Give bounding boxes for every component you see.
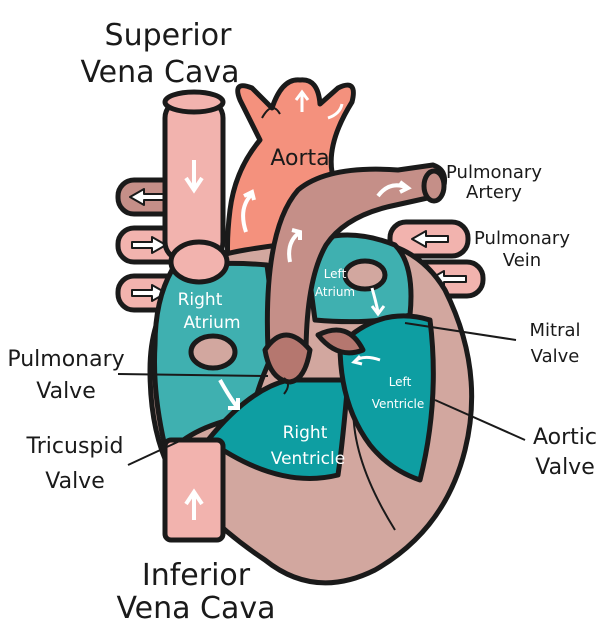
label-mitral-valve-1: Mitral [529,320,580,341]
label-superior-vena-cava-2: Vena Cava [80,55,239,90]
label-tricuspid-valve-2: Valve [45,469,105,494]
label-inferior-vena-cava-2: Vena Cava [116,591,275,626]
label-inferior-vena-cava-1: Inferior [142,558,251,593]
label-right-atrium-1: Right [178,290,223,310]
label-aortic-valve-2: Valve [535,455,595,480]
label-pulmonary-vein-1: Pulmonary [474,228,570,249]
label-aortic-valve-1: Aortic [533,425,597,450]
label-pulmonary-artery-2: Artery [466,182,522,203]
label-pulmonary-artery-1: Pulmonary [446,162,542,183]
label-pulmonary-vein-2: Vein [503,250,541,271]
label-left-atrium-2: Atrium [315,285,355,299]
label-mitral-valve-2: Valve [531,346,580,367]
label-pulmonary-valve-2: Valve [36,379,96,404]
label-left-ventricle-1: Left [389,375,412,389]
label-tricuspid-valve-1: Tricuspid [26,434,124,459]
label-right-ventricle-1: Right [283,423,328,443]
label-right-atrium-2: Atrium [183,313,240,333]
label-right-ventricle-2: Ventricle [271,449,345,469]
label-left-ventricle-2: Ventricle [372,397,425,411]
label-pulmonary-valve-1: Pulmonary [7,347,124,372]
label-left-atrium-1: Left [324,267,347,281]
label-aorta: Aorta [270,146,329,171]
superior-vena-cava [165,92,227,282]
inferior-vena-cava [165,440,223,540]
label-superior-vena-cava-1: Superior [105,18,233,53]
